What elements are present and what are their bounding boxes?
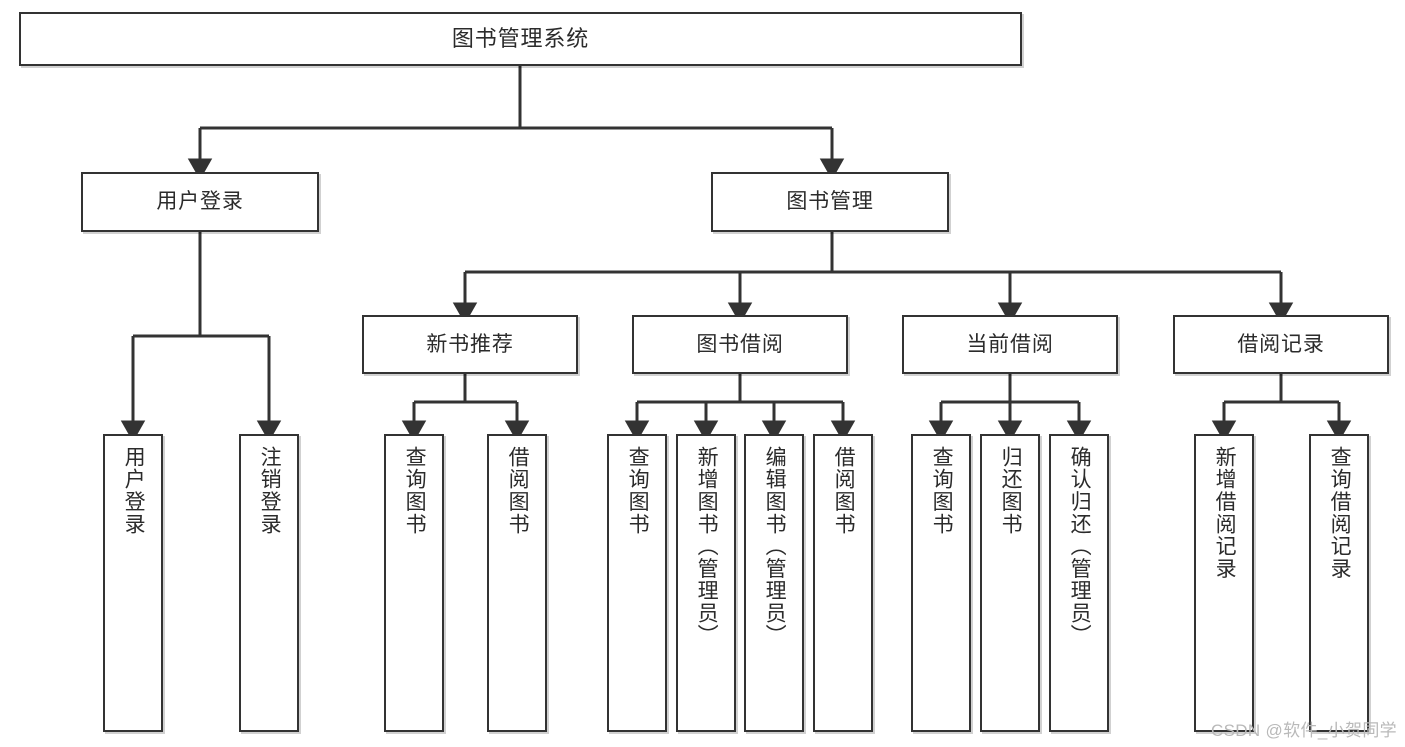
node-leaf-add-book[interactable]: 新增图书（管理员） bbox=[676, 434, 736, 732]
node-leaf-query-book-3[interactable]: 查询图书 bbox=[911, 434, 971, 732]
node-label: 新增借阅记录 bbox=[1213, 446, 1237, 580]
node-label: 当前借阅 bbox=[966, 332, 1054, 356]
node-leaf-add-record[interactable]: 新增借阅记录 bbox=[1194, 434, 1254, 732]
node-leaf-user-login[interactable]: 用户登录 bbox=[103, 434, 163, 732]
node-label: 查询图书 bbox=[930, 446, 954, 536]
node-label: 借阅图书 bbox=[832, 446, 856, 536]
node-current-borrow[interactable]: 当前借阅 bbox=[902, 315, 1118, 374]
node-label: 确认归还（管理员） bbox=[1068, 446, 1092, 647]
node-label: 图书管理系统 bbox=[451, 25, 590, 51]
node-label: 新书推荐 bbox=[426, 332, 514, 356]
node-label: 借阅图书 bbox=[506, 446, 530, 536]
node-label: 借阅记录 bbox=[1237, 332, 1325, 356]
node-leaf-confirm-return[interactable]: 确认归还（管理员） bbox=[1049, 434, 1109, 732]
node-book-manage[interactable]: 图书管理 bbox=[711, 172, 949, 232]
watermark-text: CSDN @软件_小贺同学 bbox=[1210, 721, 1397, 740]
node-label: 归还图书 bbox=[999, 446, 1023, 536]
node-leaf-borrow-book-1[interactable]: 借阅图书 bbox=[487, 434, 547, 732]
node-leaf-query-book-1[interactable]: 查询图书 bbox=[384, 434, 444, 732]
node-root-book-management-system[interactable]: 图书管理系统 bbox=[19, 12, 1022, 66]
node-leaf-edit-book[interactable]: 编辑图书（管理员） bbox=[744, 434, 804, 732]
node-book-borrow[interactable]: 图书借阅 bbox=[632, 315, 848, 374]
node-new-book-recommend[interactable]: 新书推荐 bbox=[362, 315, 578, 374]
node-leaf-user-logout[interactable]: 注销登录 bbox=[239, 434, 299, 732]
node-label: 编辑图书（管理员） bbox=[763, 446, 787, 647]
node-borrow-record[interactable]: 借阅记录 bbox=[1173, 315, 1389, 374]
node-label: 图书借阅 bbox=[696, 332, 784, 356]
node-label: 查询图书 bbox=[626, 446, 650, 536]
node-label: 用户登录 bbox=[156, 190, 244, 214]
node-label: 新增图书（管理员） bbox=[695, 446, 719, 647]
node-leaf-query-record[interactable]: 查询借阅记录 bbox=[1309, 434, 1369, 732]
node-label: 注销登录 bbox=[258, 446, 282, 536]
node-leaf-query-book-2[interactable]: 查询图书 bbox=[607, 434, 667, 732]
node-leaf-borrow-book-2[interactable]: 借阅图书 bbox=[813, 434, 873, 732]
node-leaf-return-book[interactable]: 归还图书 bbox=[980, 434, 1040, 732]
node-user-login[interactable]: 用户登录 bbox=[81, 172, 319, 232]
node-label: 查询借阅记录 bbox=[1328, 446, 1352, 580]
node-label: 查询图书 bbox=[403, 446, 427, 536]
node-label: 用户登录 bbox=[122, 446, 146, 536]
node-label: 图书管理 bbox=[786, 190, 874, 214]
